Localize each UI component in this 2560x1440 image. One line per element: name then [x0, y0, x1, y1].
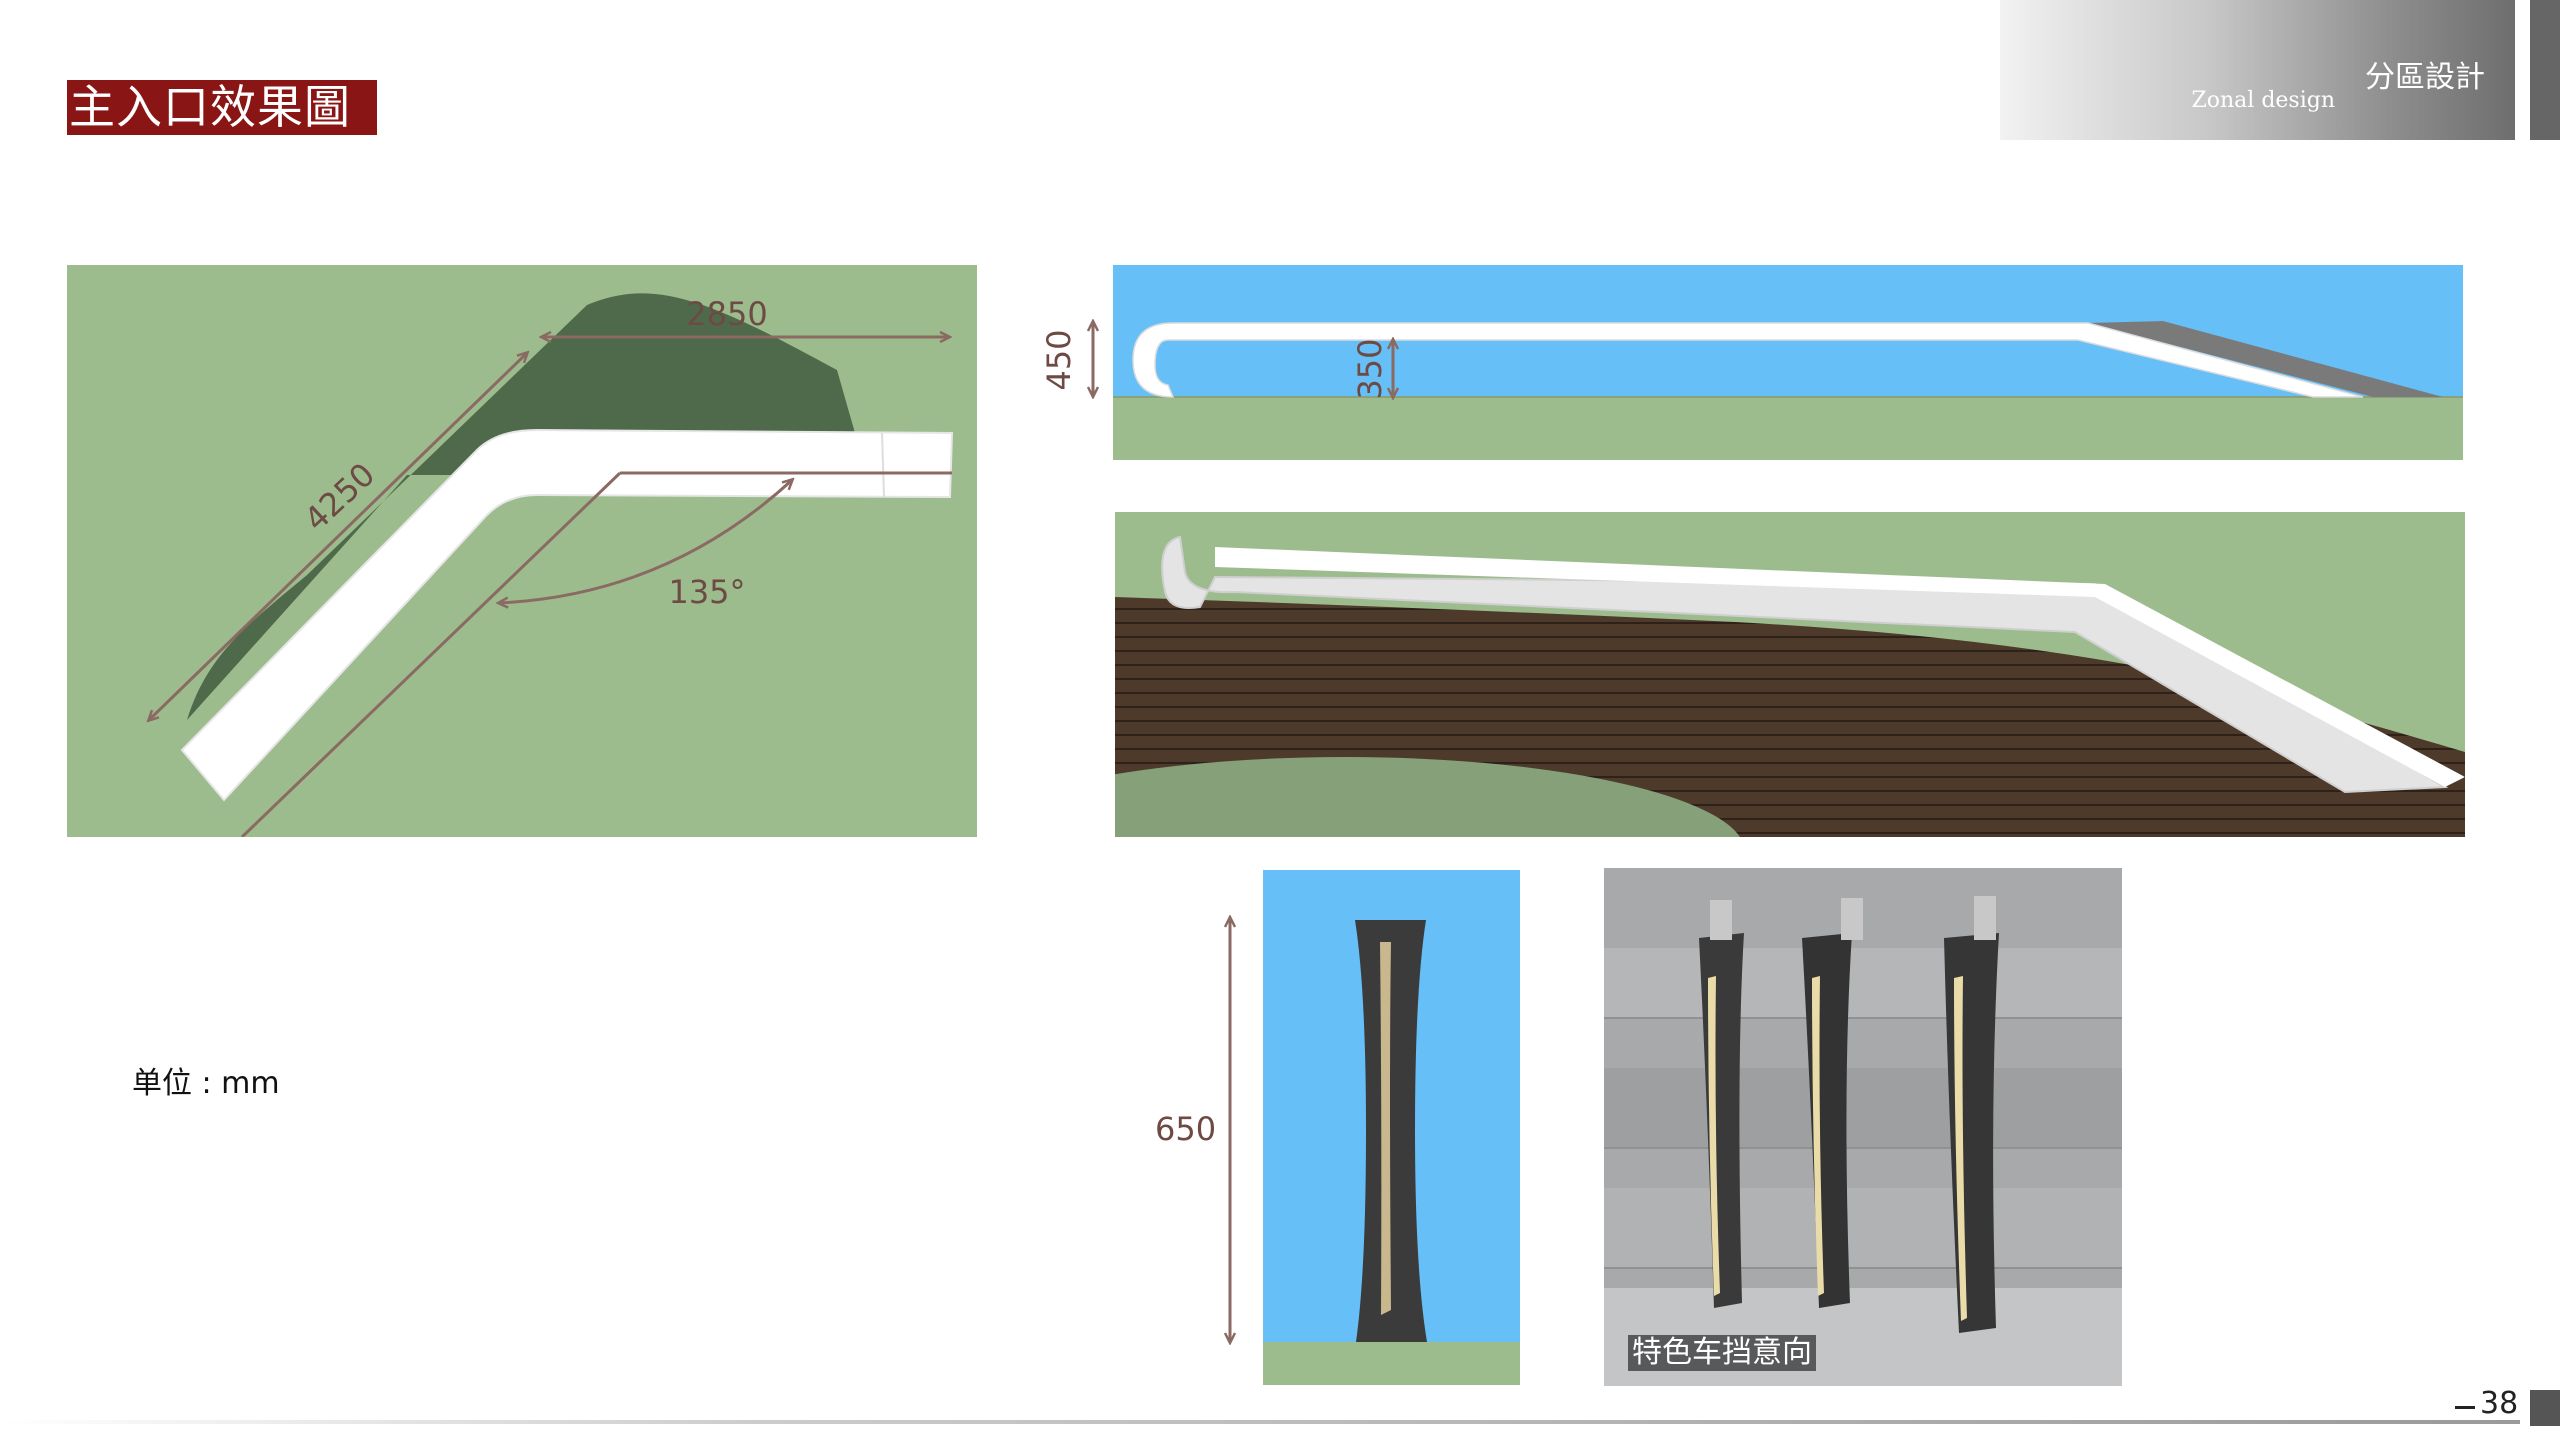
bollard-elevation	[1263, 870, 1520, 1385]
bollard-light-strip	[1380, 942, 1391, 1315]
bollard-photo-post-3	[1944, 896, 1999, 1333]
angle-arc	[499, 480, 792, 603]
dim-label-4250: 4250	[297, 455, 382, 538]
bench-perspective-drawing	[1115, 535, 2465, 837]
bench-shadow	[187, 293, 867, 720]
bench-perspective-render	[1115, 512, 2465, 837]
bollard-photo-post-2	[1802, 898, 1863, 1308]
page-number-dash	[2455, 1406, 2475, 1409]
dim-label-450: 450	[1040, 329, 1078, 390]
section-title-en: Zonal design	[2191, 88, 2335, 113]
bollard-drawing	[1263, 920, 1520, 1385]
section-header-band: 分區設計 Zonal design	[2000, 0, 2515, 140]
section-title-cn: 分區設計	[2365, 60, 2485, 95]
photo-caption: 特色车挡意向	[1628, 1335, 1816, 1371]
bench-profile	[1132, 322, 2364, 398]
bench-top-surface	[180, 428, 954, 802]
bench-render	[1161, 535, 2449, 794]
bench-slope-shadow	[2088, 321, 2443, 397]
dim-650-line	[1215, 910, 1245, 1350]
bollard-reference-photo	[1604, 868, 2122, 1386]
bench-plan-view: 2850 4250 135°	[67, 265, 977, 837]
page-number: 38	[2480, 1386, 2519, 1421]
bench-side-view: 350	[1113, 265, 2463, 460]
dim-line-4250	[149, 353, 527, 720]
grass-patch	[1115, 757, 1740, 837]
footer-accent-bar	[2530, 1390, 2560, 1426]
bench-render-top	[1215, 547, 2465, 787]
dim-450-group: 450	[1040, 300, 1120, 410]
bench-side-drawing: 350	[1113, 265, 2463, 460]
bollard-photo-illustration	[1604, 868, 2122, 1386]
unit-label: 单位 : mm	[132, 1066, 280, 1101]
bench-plan-drawing: 2850 4250 135°	[67, 293, 954, 837]
dim-label-angle: 135°	[668, 573, 745, 611]
dim-label-2850: 2850	[686, 295, 767, 333]
dim-label-650: 650	[1155, 1110, 1217, 1148]
footer-divider	[0, 1420, 2520, 1424]
page-title: 主入口效果圖	[67, 80, 377, 135]
bollard-photo-post-1	[1699, 900, 1744, 1308]
bollard-body	[1355, 920, 1427, 1342]
dim-label-350: 350	[1351, 338, 1389, 399]
header-accent-bar	[2530, 0, 2560, 140]
